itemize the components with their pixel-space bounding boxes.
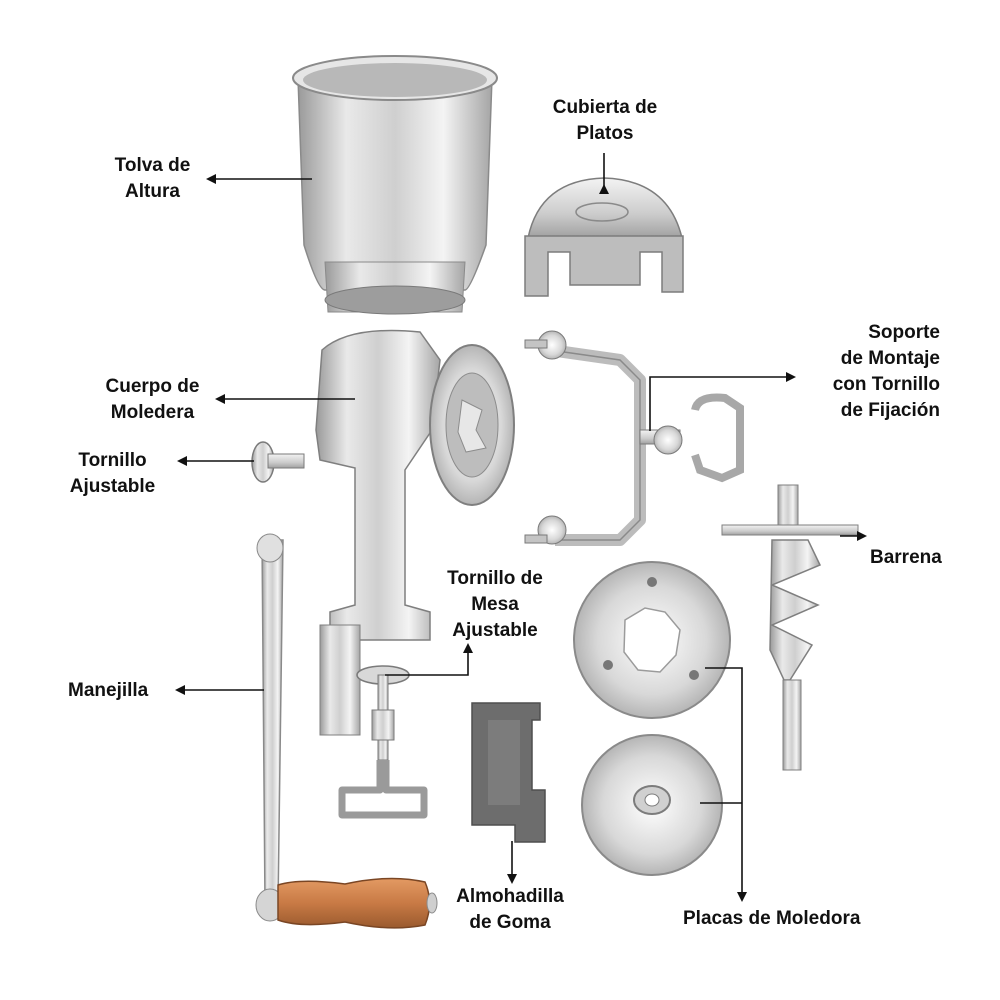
- label-tolva: Tolva de Altura: [114, 155, 191, 202]
- label-manejilla: Manejilla: [68, 680, 149, 701]
- label-tornillo-ajustable: Tornillo Ajustable: [69, 450, 156, 497]
- mounting-bracket-part: [524, 330, 744, 546]
- hopper-part: [292, 55, 498, 315]
- crank-handle-part: [255, 533, 438, 929]
- table-clamp-screw-part: [338, 665, 428, 819]
- rubber-pad-part: [471, 702, 546, 843]
- adjusting-screw-part: [251, 441, 305, 483]
- leader-placas: [705, 667, 743, 898]
- leader-soporte: [649, 376, 792, 431]
- label-cubierta: Cubierta de Platos: [552, 97, 658, 144]
- label-placas: Placas de Moledora: [683, 908, 861, 929]
- grinding-plates-part: [573, 561, 731, 876]
- leader-arrowheads: [175, 174, 867, 902]
- label-cuerpo: Cuerpo de Moledera: [105, 376, 200, 423]
- grinder-body-part: [315, 329, 515, 736]
- auger-part: [721, 484, 859, 771]
- leader-tornillo-mesa: [385, 647, 469, 676]
- plate-cover-part: [524, 177, 684, 297]
- label-soporte: Soporte de Montaje con Tornillo de Fijac…: [832, 322, 940, 421]
- label-almohadilla: Almohadilla de Goma: [456, 886, 564, 933]
- leader-lines: [179, 153, 863, 898]
- label-tornillo-mesa: Tornillo de Mesa Ajustable: [447, 568, 543, 641]
- label-barrena: Barrena: [870, 547, 942, 568]
